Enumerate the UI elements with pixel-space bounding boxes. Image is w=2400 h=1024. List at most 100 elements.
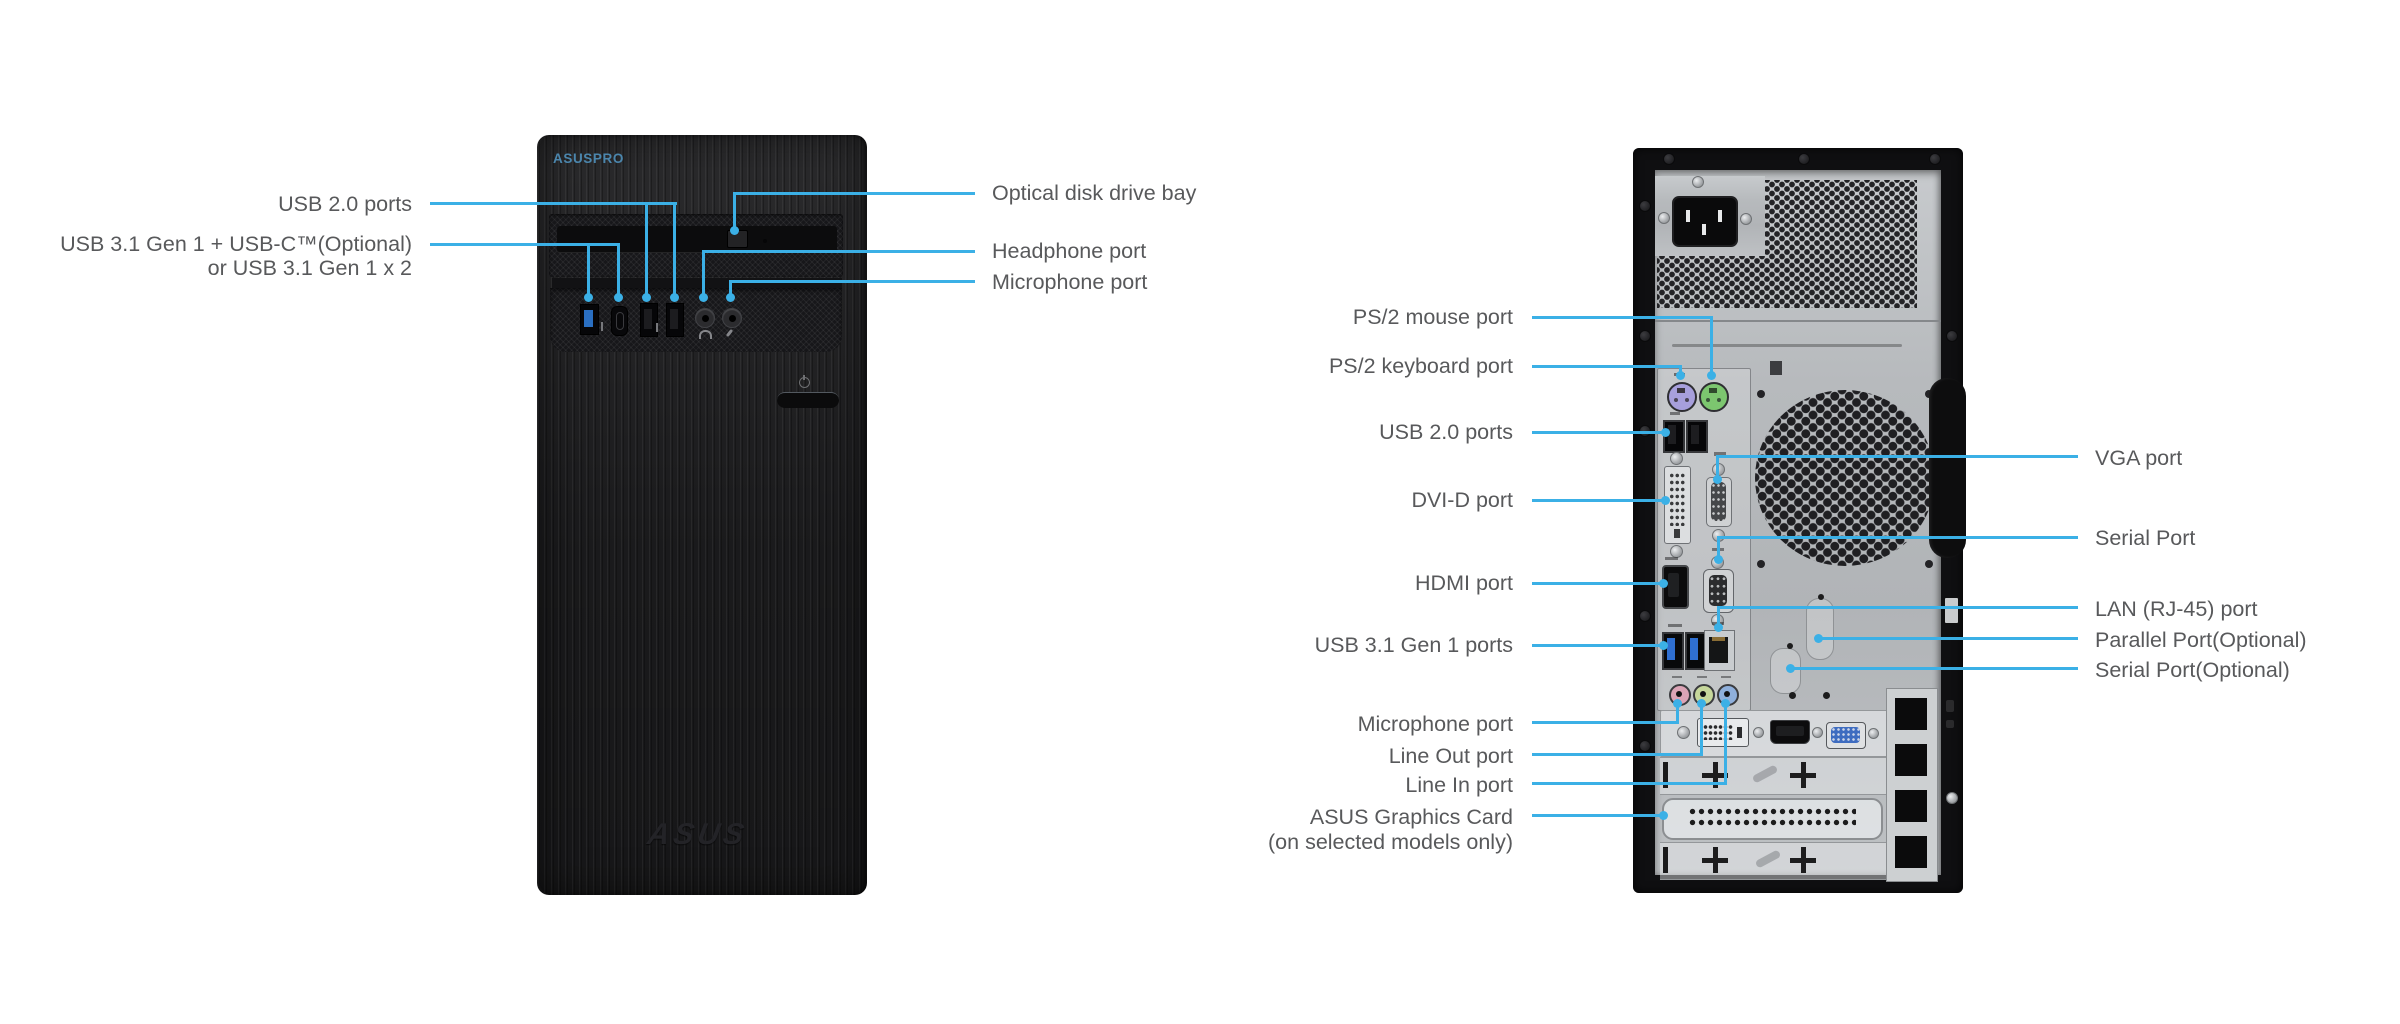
label-rear-usb31: USB 3.1 Gen 1 ports [1314, 633, 1513, 657]
jack-caption-marks [1672, 676, 1682, 678]
label-hdmi: HDMI port [1415, 571, 1513, 595]
leader-ps2-mouse [1710, 316, 1713, 376]
front-usb2-port-2[interactable] [666, 303, 684, 337]
label-rear-microphone: Microphone port [1357, 712, 1513, 736]
chassis-hole [1823, 692, 1830, 699]
psu-seam [1655, 320, 1941, 322]
screw [1692, 176, 1704, 188]
headphone-icon [699, 330, 712, 339]
front-usb3-port[interactable] [580, 304, 599, 335]
leader-serial-opt [1790, 667, 2078, 670]
slot-bar [1663, 762, 1668, 788]
screw [1639, 610, 1651, 622]
fan-corner-hole [1757, 560, 1765, 568]
expansion-slot-1 [1660, 757, 1886, 795]
leader-serial [1717, 536, 1720, 559]
leader-front-usb20 [673, 202, 676, 297]
gfx-hdmi-port[interactable] [1770, 720, 1810, 744]
front-headphone-jack[interactable] [695, 308, 715, 328]
label-front-usb31-line2: or USB 3.1 Gen 1 x 2 [207, 256, 412, 280]
power-button[interactable] [777, 392, 839, 408]
front-divider-bar [552, 278, 842, 288]
leader-dot [726, 293, 735, 302]
leader-hdmi [1532, 582, 1664, 585]
screw [1639, 200, 1651, 212]
vga-icon [1714, 452, 1726, 456]
leader-vga [1717, 455, 2078, 458]
label-gfx-line2: (on selected models only) [1268, 830, 1513, 854]
label-optical-bay: Optical disk drive bay [992, 181, 1197, 205]
gfx-vga-port[interactable] [1826, 722, 1866, 749]
power-inlet[interactable] [1672, 196, 1738, 247]
front-usbc-port[interactable] [611, 306, 628, 336]
leader-dot [1714, 555, 1723, 564]
leader-front-mic [729, 280, 732, 297]
rear-dvid-port[interactable] [1664, 466, 1691, 544]
screw [1812, 727, 1823, 738]
usb-icon [656, 323, 658, 332]
leader-headphone [702, 250, 705, 297]
ps2-keyboard-port[interactable] [1667, 382, 1697, 412]
screw [1677, 726, 1690, 739]
leader-dot [1676, 371, 1685, 380]
fan-corner-hole [1757, 390, 1765, 398]
power-icon [799, 375, 810, 388]
leader-front-mic [731, 280, 975, 283]
rear-serial-port[interactable] [1703, 569, 1734, 613]
hdmi-icon [1665, 557, 1678, 560]
leader-optical [733, 192, 736, 230]
fan-corner-hole [1925, 560, 1933, 568]
leader-dot [1659, 579, 1668, 588]
leader-dot [614, 293, 623, 302]
front-mic-jack[interactable] [722, 308, 742, 328]
usb2-inner [670, 309, 678, 329]
label-gfx-card: ASUS Graphics Card (on selected models o… [1268, 805, 1513, 855]
leader-ps2-mouse [1532, 316, 1713, 319]
label-vga: VGA port [2095, 446, 2183, 470]
side-latch-handle[interactable] [1929, 378, 1966, 558]
padlock-hole [1946, 720, 1954, 728]
asuspro-logo: ASUSPRO [553, 151, 624, 166]
label-front-usb31: USB 3.1 Gen 1 + USB-C™(Optional) or USB … [60, 232, 412, 280]
label-dvid: DVI-D port [1411, 488, 1513, 512]
label-ps2-keyboard: PS/2 keyboard port [1328, 354, 1513, 378]
label-lineout: Line Out port [1388, 744, 1513, 768]
front-usb2-port-1[interactable] [640, 303, 658, 337]
psu-seam-2 [1672, 344, 1902, 347]
rear-fan-grille [1755, 390, 1935, 566]
leader-dot [670, 293, 679, 302]
screw [1868, 728, 1879, 739]
leader-dot [642, 293, 651, 302]
leader-gfx-card [1532, 814, 1664, 817]
leader-dot [699, 293, 708, 302]
label-front-usb31-line1: USB 3.1 Gen 1 + USB-C™(Optional) [60, 232, 412, 256]
rear-lan-port[interactable] [1704, 630, 1735, 671]
screw [1663, 153, 1675, 165]
leader-dot [1707, 371, 1716, 380]
gfx-dvi-port[interactable] [1697, 718, 1749, 747]
slot-opening [1895, 790, 1927, 822]
leader-lineout [1700, 703, 1703, 756]
leader-dot [730, 226, 739, 235]
slot-opening [1895, 698, 1927, 730]
screw [1929, 153, 1941, 165]
slot-opening [1895, 836, 1927, 868]
leader-dot [1814, 634, 1823, 643]
rear-hdmi-port[interactable] [1662, 565, 1689, 609]
leader-front-usb31 [617, 243, 620, 297]
kensington-slot [1946, 700, 1954, 712]
screw [1670, 452, 1683, 465]
leader-dot [584, 293, 593, 302]
rear-usb31-port-1[interactable] [1662, 632, 1684, 670]
latch-hook [1943, 596, 1960, 625]
gfx-vent-bracket [1662, 798, 1883, 840]
screw [1946, 330, 1958, 342]
rear-usb2-port-2[interactable] [1686, 420, 1708, 453]
label-gfx-line1: ASUS Graphics Card [1309, 805, 1513, 829]
label-parallel: Parallel Port(Optional) [2095, 628, 2307, 652]
rear-vga-port[interactable] [1706, 477, 1732, 527]
slot-screw-cross [1790, 847, 1816, 873]
label-front-microphone: Microphone port [992, 270, 1148, 294]
ps2-mouse-port[interactable] [1699, 382, 1729, 412]
leader-front-usb20 [430, 202, 677, 205]
